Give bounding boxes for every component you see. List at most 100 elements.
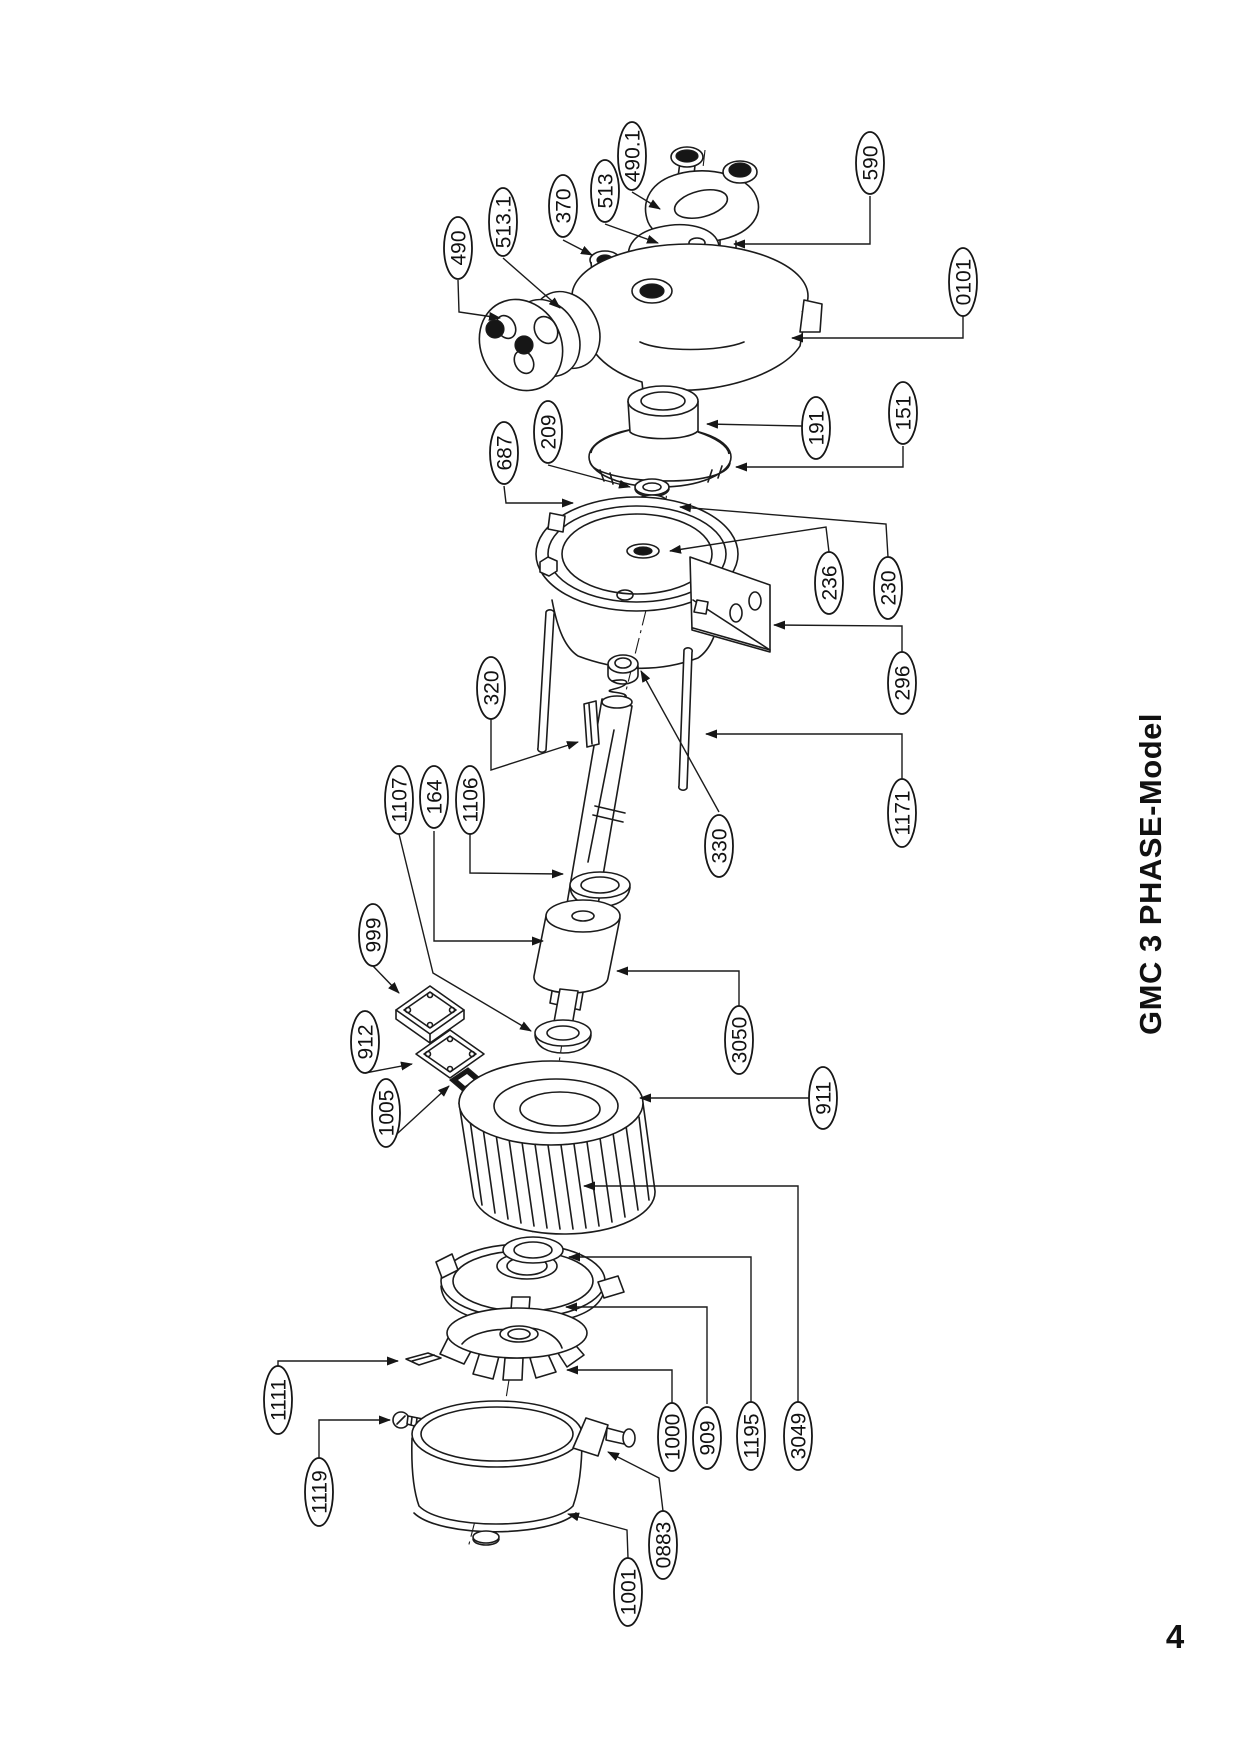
leader-line — [604, 223, 659, 244]
callout-bubble — [384, 765, 414, 835]
callout-label: 1005 — [376, 1090, 399, 1137]
callout-bubble — [801, 396, 831, 460]
callout-0883: 0883 — [607, 1451, 678, 1580]
callout-1107: 1107 — [384, 765, 532, 1032]
callout-687: 687 — [489, 421, 574, 508]
callout-label: 490 — [448, 230, 471, 265]
leader-line — [706, 419, 803, 429]
callout-999: 999 — [358, 903, 400, 994]
shaft-key — [583, 700, 600, 748]
callout-label: 209 — [538, 414, 561, 449]
leader-line — [705, 729, 903, 779]
callout-0101: 0101 — [791, 247, 978, 343]
callout-1106: 1106 — [455, 765, 564, 879]
callout-1000: 1000 — [566, 1365, 687, 1472]
callout-490: 490 — [443, 216, 501, 321]
callout-label: 1107 — [389, 777, 412, 822]
callout-191: 191 — [706, 396, 831, 460]
callout-label: 236 — [819, 565, 842, 600]
callout-label: 912 — [355, 1024, 378, 1059]
callout-1005: 1005 — [371, 1078, 450, 1148]
callout-1195: 1195 — [568, 1252, 766, 1471]
callout-370: 370 — [548, 174, 593, 256]
ball-bearing — [534, 1019, 592, 1054]
terminal-frame-lower — [415, 1029, 485, 1079]
leader-line — [565, 1302, 708, 1404]
drawing-title: GMC 3 PHASE-Model — [1133, 713, 1168, 1035]
callout-bubble — [724, 1005, 754, 1075]
leader-line — [773, 620, 903, 652]
callout-bubble — [617, 121, 647, 191]
callout-320: 320 — [476, 656, 579, 771]
callout-label: 151 — [893, 395, 916, 430]
callout-label: 911 — [813, 1081, 836, 1114]
callout-bubble — [455, 765, 485, 835]
leader-line — [733, 196, 871, 249]
callout-bubble — [814, 551, 844, 615]
drain-plug — [472, 1530, 500, 1546]
callout-bubble — [736, 1401, 766, 1471]
callout-label: 1119 — [309, 1470, 332, 1514]
leader-line — [469, 834, 564, 879]
callout-bubble — [692, 1406, 722, 1470]
callout-151: 151 — [735, 381, 918, 472]
leader-line — [679, 503, 889, 558]
callout-513.1: 513.1 — [488, 187, 561, 309]
filter-bowl — [411, 1400, 636, 1533]
callout-bubble — [419, 765, 449, 829]
callout-bubble — [489, 421, 519, 485]
callout-label: 0883 — [653, 1522, 676, 1569]
callout-label: 999 — [363, 917, 386, 952]
callout-bubble — [476, 656, 506, 720]
tie-rod-right — [678, 599, 709, 791]
callout-bubble — [783, 1401, 813, 1471]
callout-bubble — [371, 1078, 401, 1148]
callout-bubble — [350, 1010, 380, 1074]
callout-bubble — [855, 131, 885, 195]
leader-line — [318, 1415, 391, 1459]
leader-line — [669, 526, 830, 554]
leader-line — [566, 1365, 673, 1403]
leader-line — [791, 316, 964, 343]
leader-line — [735, 446, 904, 472]
callout-bubble — [808, 1066, 838, 1130]
callout-label: 590 — [860, 145, 883, 180]
callout-label: 3050 — [729, 1017, 752, 1064]
leader-line — [640, 670, 720, 813]
stator — [458, 1060, 656, 1235]
callout-bubble — [887, 651, 917, 715]
leader-line — [502, 257, 561, 309]
rotor — [533, 899, 621, 1027]
callout-label: 1111 — [268, 1379, 291, 1421]
leader-line — [562, 239, 593, 256]
callout-label: 1171 — [892, 790, 915, 835]
diffuser-impeller — [588, 385, 732, 495]
callout-909: 909 — [565, 1302, 722, 1470]
clamp-bolt-right — [722, 160, 758, 184]
leader-line — [567, 1512, 629, 1559]
callout-bubble — [533, 400, 563, 464]
callout-bubble — [657, 1402, 687, 1472]
callout-bubble — [263, 1365, 293, 1435]
callout-1119: 1119 — [304, 1415, 391, 1527]
leader-line — [372, 965, 400, 994]
leader-line — [568, 1252, 752, 1402]
clamp-bolt-left — [670, 146, 704, 168]
callout-3049: 3049 — [583, 1181, 813, 1471]
leader-line — [607, 1451, 664, 1512]
callout-label: 1000 — [662, 1414, 685, 1461]
callout-330: 330 — [640, 670, 734, 878]
callout-296: 296 — [773, 620, 917, 715]
callout-bubble — [887, 778, 917, 848]
callout-911: 911 — [639, 1066, 838, 1130]
support-bracket — [689, 556, 771, 653]
callout-label: 0101 — [953, 259, 976, 306]
callout-1001: 1001 — [567, 1512, 643, 1627]
callout-590: 590 — [733, 131, 885, 249]
callout-bubble — [548, 174, 578, 238]
callout-230: 230 — [679, 503, 903, 620]
callout-bubble — [873, 556, 903, 620]
terminal-frame-upper — [395, 985, 465, 1044]
callout-209: 209 — [533, 400, 631, 489]
